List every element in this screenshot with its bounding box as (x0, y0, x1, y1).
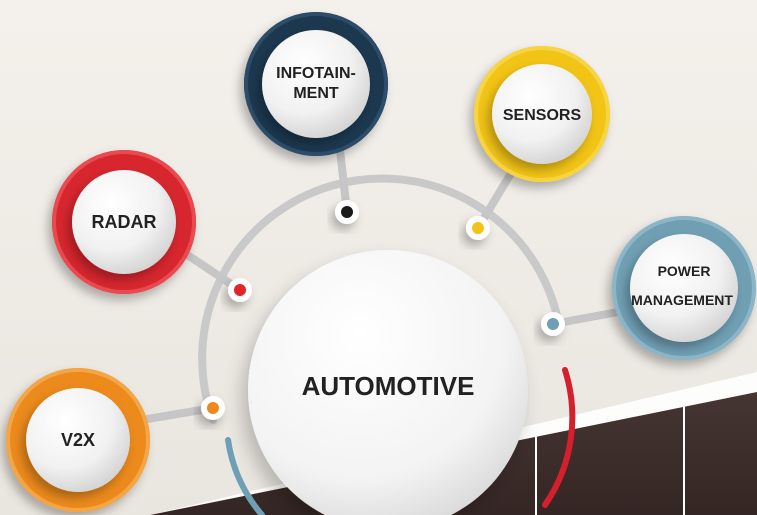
node-infotainment-label-1: INFOTAIN- (276, 65, 356, 82)
center-hub (248, 250, 528, 515)
node-power-management[interactable]: POWER MANAGEMENT (612, 216, 756, 360)
node-radar-label: RADAR (92, 212, 157, 232)
dot-radar (228, 278, 252, 302)
node-sensors[interactable]: SENSORS (474, 46, 610, 182)
accent-arc-red (542, 367, 576, 508)
node-v2x-label: V2X (61, 430, 95, 450)
node-radar[interactable]: RADAR (52, 150, 196, 294)
orbit-track (198, 174, 562, 424)
node-power-management-label-2: MANAGEMENT (631, 292, 733, 308)
node-infotainment-label-2: MENT (293, 85, 339, 102)
node-infotainment[interactable]: INFOTAIN- MENT (244, 12, 388, 156)
dot-sensors (466, 216, 490, 240)
node-sensors-label: SENSORS (503, 107, 582, 124)
node-v2x[interactable]: V2X (6, 368, 150, 512)
dot-infotainment (335, 200, 359, 224)
center-label: AUTOMOTIVE (302, 371, 475, 401)
accent-arc-blue (225, 437, 265, 515)
orbit-dots (201, 200, 565, 420)
dot-power-management (541, 312, 565, 336)
node-power-management-label-1: POWER (658, 263, 711, 279)
dot-v2x (201, 396, 225, 420)
